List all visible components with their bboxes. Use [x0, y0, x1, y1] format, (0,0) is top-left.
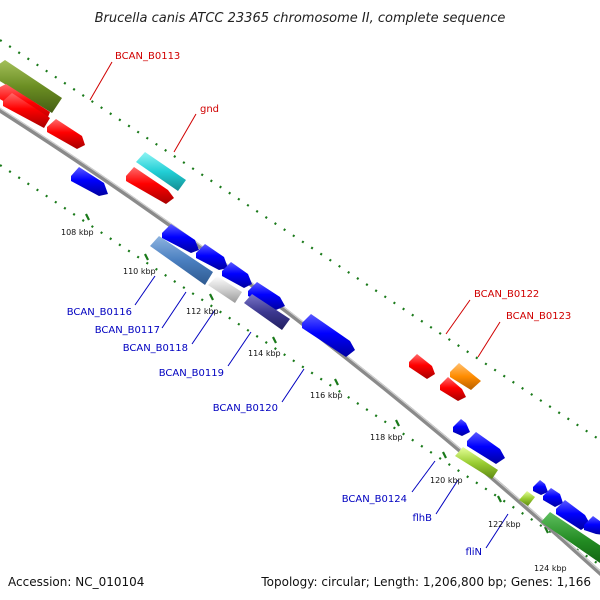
genes — [0, 60, 600, 564]
backbone — [0, 107, 600, 576]
gene-bcan-b0120 — [302, 314, 355, 357]
label-bcan-b0123: BCAN_B0123 — [506, 311, 571, 322]
backbone-line — [0, 107, 600, 576]
leader-bcan-b0123 — [477, 321, 501, 358]
tick-tracks — [0, 39, 600, 566]
leader-bcan-b0118 — [191, 309, 216, 345]
label-flin: fliN — [465, 547, 482, 558]
leader-bcan-b0116 — [134, 275, 156, 306]
gene-reverse-7 — [467, 432, 505, 464]
tick-labels: 108 kbp 110 kbp 112 kbp 114 kbp 116 kbp … — [61, 228, 567, 573]
gene-reverse-4 — [222, 262, 252, 288]
label-bcan-b0120: BCAN_B0120 — [213, 403, 278, 414]
gene-reverse-1 — [71, 167, 108, 196]
gene-bcan-b0124 — [455, 447, 498, 479]
gene-reverse-10 — [556, 500, 590, 530]
tick-114 — [272, 336, 277, 344]
leader-bcan-b0122 — [445, 299, 471, 335]
leader-gnd — [173, 113, 197, 153]
leader-flin — [485, 513, 509, 549]
tick-label-122: 122 kbp — [488, 520, 521, 529]
tick-label-120: 120 kbp — [430, 476, 463, 485]
label-bcan-b0116: BCAN_B0116 — [67, 307, 132, 318]
gene-labels: BCAN_B0113 gnd BCAN_B0122 BCAN_B0123 BCA… — [67, 51, 572, 558]
backbone-highlight — [0, 107, 600, 572]
gene-bcan-b0113 — [0, 60, 62, 113]
gene-flhb — [519, 491, 535, 506]
gene-reverse-11 — [584, 516, 600, 535]
tick-118 — [395, 419, 400, 427]
label-bcan-b0122: BCAN_B0122 — [474, 289, 539, 300]
gene-forward-4 — [126, 167, 174, 204]
leader-flhb — [435, 479, 459, 515]
tick-122 — [497, 495, 502, 503]
label-leaders — [89, 61, 509, 549]
gene-reverse-6 — [453, 419, 470, 436]
label-flhb: flhB — [413, 513, 433, 524]
tick-label-118: 118 kbp — [370, 433, 403, 442]
label-bcan-b0113: BCAN_B0113 — [115, 51, 180, 62]
gene-bcan-b0118 — [244, 294, 290, 330]
major-ticks — [85, 213, 549, 534]
tick-label-108: 108 kbp — [61, 228, 94, 237]
leader-bcan-b0113 — [89, 61, 113, 101]
gene-bcan-b0116 — [150, 236, 213, 285]
gene-reverse-5 — [248, 282, 285, 310]
tick-label-116: 116 kbp — [310, 391, 343, 400]
gene-forward-5 — [440, 377, 466, 401]
leader-bcan-b0120 — [281, 368, 305, 403]
gene-reverse-3 — [196, 244, 228, 270]
label-bcan-b0124: BCAN_B0124 — [342, 494, 407, 505]
map-title: Brucella canis ATCC 23365 chromosome II,… — [95, 11, 506, 26]
gene-bcan-b0122-area-1 — [409, 354, 435, 379]
leader-bcan-b0124 — [411, 460, 436, 493]
tick-120 — [442, 451, 447, 459]
gene-forward-3 — [47, 119, 85, 149]
tick-124 — [544, 526, 549, 534]
gene-flin — [541, 512, 600, 564]
label-gnd: gnd — [200, 104, 219, 115]
tick-label-124: 124 kbp — [534, 564, 567, 573]
accession-text: Accession: NC_010104 — [8, 575, 144, 589]
gene-bcan-b0123 — [450, 363, 481, 390]
gene-reverse-2 — [162, 224, 199, 253]
tick-112 — [209, 293, 214, 301]
label-bcan-b0117: BCAN_B0117 — [95, 325, 160, 336]
gene-bcan-b0117 — [208, 276, 242, 303]
inner-tick-track — [0, 164, 600, 566]
tick-label-112: 112 kbp — [186, 307, 219, 316]
topology-text: Topology: circular; Length: 1,206,800 bp… — [260, 575, 591, 589]
tick-label-110: 110 kbp — [123, 267, 156, 276]
gene-reverse-9 — [543, 488, 563, 507]
label-bcan-b0119: BCAN_B0119 — [159, 368, 224, 379]
gene-reverse-8 — [533, 480, 548, 495]
gene-gnd — [136, 152, 186, 191]
label-bcan-b0118: BCAN_B0118 — [123, 343, 188, 354]
leader-bcan-b0119 — [227, 331, 252, 367]
tick-label-114: 114 kbp — [248, 349, 281, 358]
leader-bcan-b0117 — [161, 291, 187, 329]
tick-116 — [334, 378, 339, 386]
gene-forward-2 — [3, 93, 50, 128]
tick-110 — [144, 253, 149, 261]
tick-108 — [85, 213, 90, 221]
